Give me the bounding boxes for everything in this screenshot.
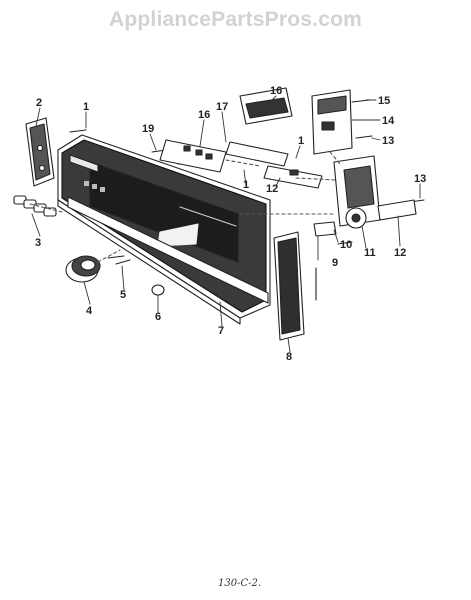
callout-3: 3 — [35, 237, 41, 249]
callout-5: 5 — [120, 289, 126, 301]
callout-15: 15 — [378, 95, 390, 107]
callout-labels: 1 2 3 4 5 6 7 8 9 10 11 12 12 13 13 14 1… — [35, 85, 426, 363]
side-bracket — [25, 117, 55, 187]
callout-11: 11 — [364, 247, 376, 259]
callout-10: 10 — [340, 239, 352, 251]
callout-19: 19 — [142, 123, 154, 135]
callout-13: 13 — [382, 135, 394, 147]
callout-13b: 13 — [414, 173, 426, 185]
callout-1c: 1 — [298, 135, 304, 147]
callout-16: 16 — [270, 85, 282, 97]
callout-17: 17 — [216, 101, 228, 113]
callout-12b: 12 — [394, 247, 406, 259]
figure-code: 130-C-2. — [218, 578, 262, 589]
push-buttons — [13, 195, 57, 217]
callout-9: 9 — [332, 257, 338, 269]
watermark: AppliancePartsPros.com — [109, 8, 362, 31]
callout-6: 6 — [155, 311, 161, 323]
callout-16b: 16 — [198, 109, 210, 121]
vent-grille — [273, 231, 305, 341]
bracket — [377, 199, 417, 221]
cover — [311, 89, 353, 155]
callout-1b: 1 — [243, 179, 249, 191]
callout-12: 12 — [266, 183, 278, 195]
cap — [151, 284, 165, 296]
timer — [333, 155, 381, 229]
callout-1: 1 — [83, 101, 89, 113]
circuit-board — [159, 139, 227, 173]
callout-14: 14 — [382, 115, 395, 127]
connector — [313, 221, 337, 237]
switch-block — [239, 87, 293, 125]
callout-4: 4 — [86, 305, 93, 317]
callout-8: 8 — [286, 351, 292, 363]
switch-bracket — [225, 141, 323, 189]
control-knob — [65, 255, 101, 283]
callout-7: 7 — [218, 325, 224, 337]
callout-2: 2 — [36, 97, 42, 109]
control-panel — [57, 134, 271, 325]
